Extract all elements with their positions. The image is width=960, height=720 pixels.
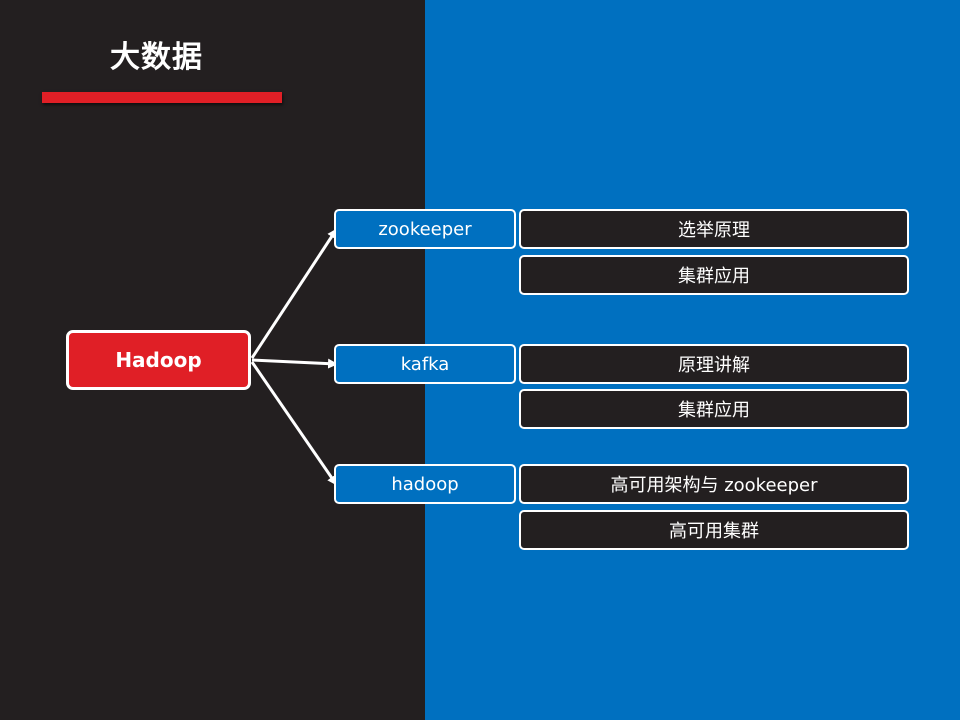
topic-node-kafka: kafka [334, 344, 516, 384]
leaf-node: 选举原理 [519, 209, 909, 249]
leaf-node: 高可用集群 [519, 510, 909, 550]
page-title: 大数据 [110, 40, 203, 75]
leaf-node: 高可用架构与 zookeeper [519, 464, 909, 504]
connector-arrow-zookeeper [250, 228, 338, 359]
leaf-node: 集群应用 [519, 255, 909, 295]
root-node-hadoop: Hadoop [66, 330, 251, 390]
topic-node-zookeeper: zookeeper [334, 209, 516, 249]
leaf-node: 集群应用 [519, 389, 909, 429]
connector-arrow-kafka [251, 358, 338, 369]
topic-node-hadoop: hadoop [334, 464, 516, 504]
leaf-node: 原理讲解 [519, 344, 909, 384]
title-underline-bar [42, 92, 282, 103]
connector-arrow-hadoop [250, 361, 338, 486]
